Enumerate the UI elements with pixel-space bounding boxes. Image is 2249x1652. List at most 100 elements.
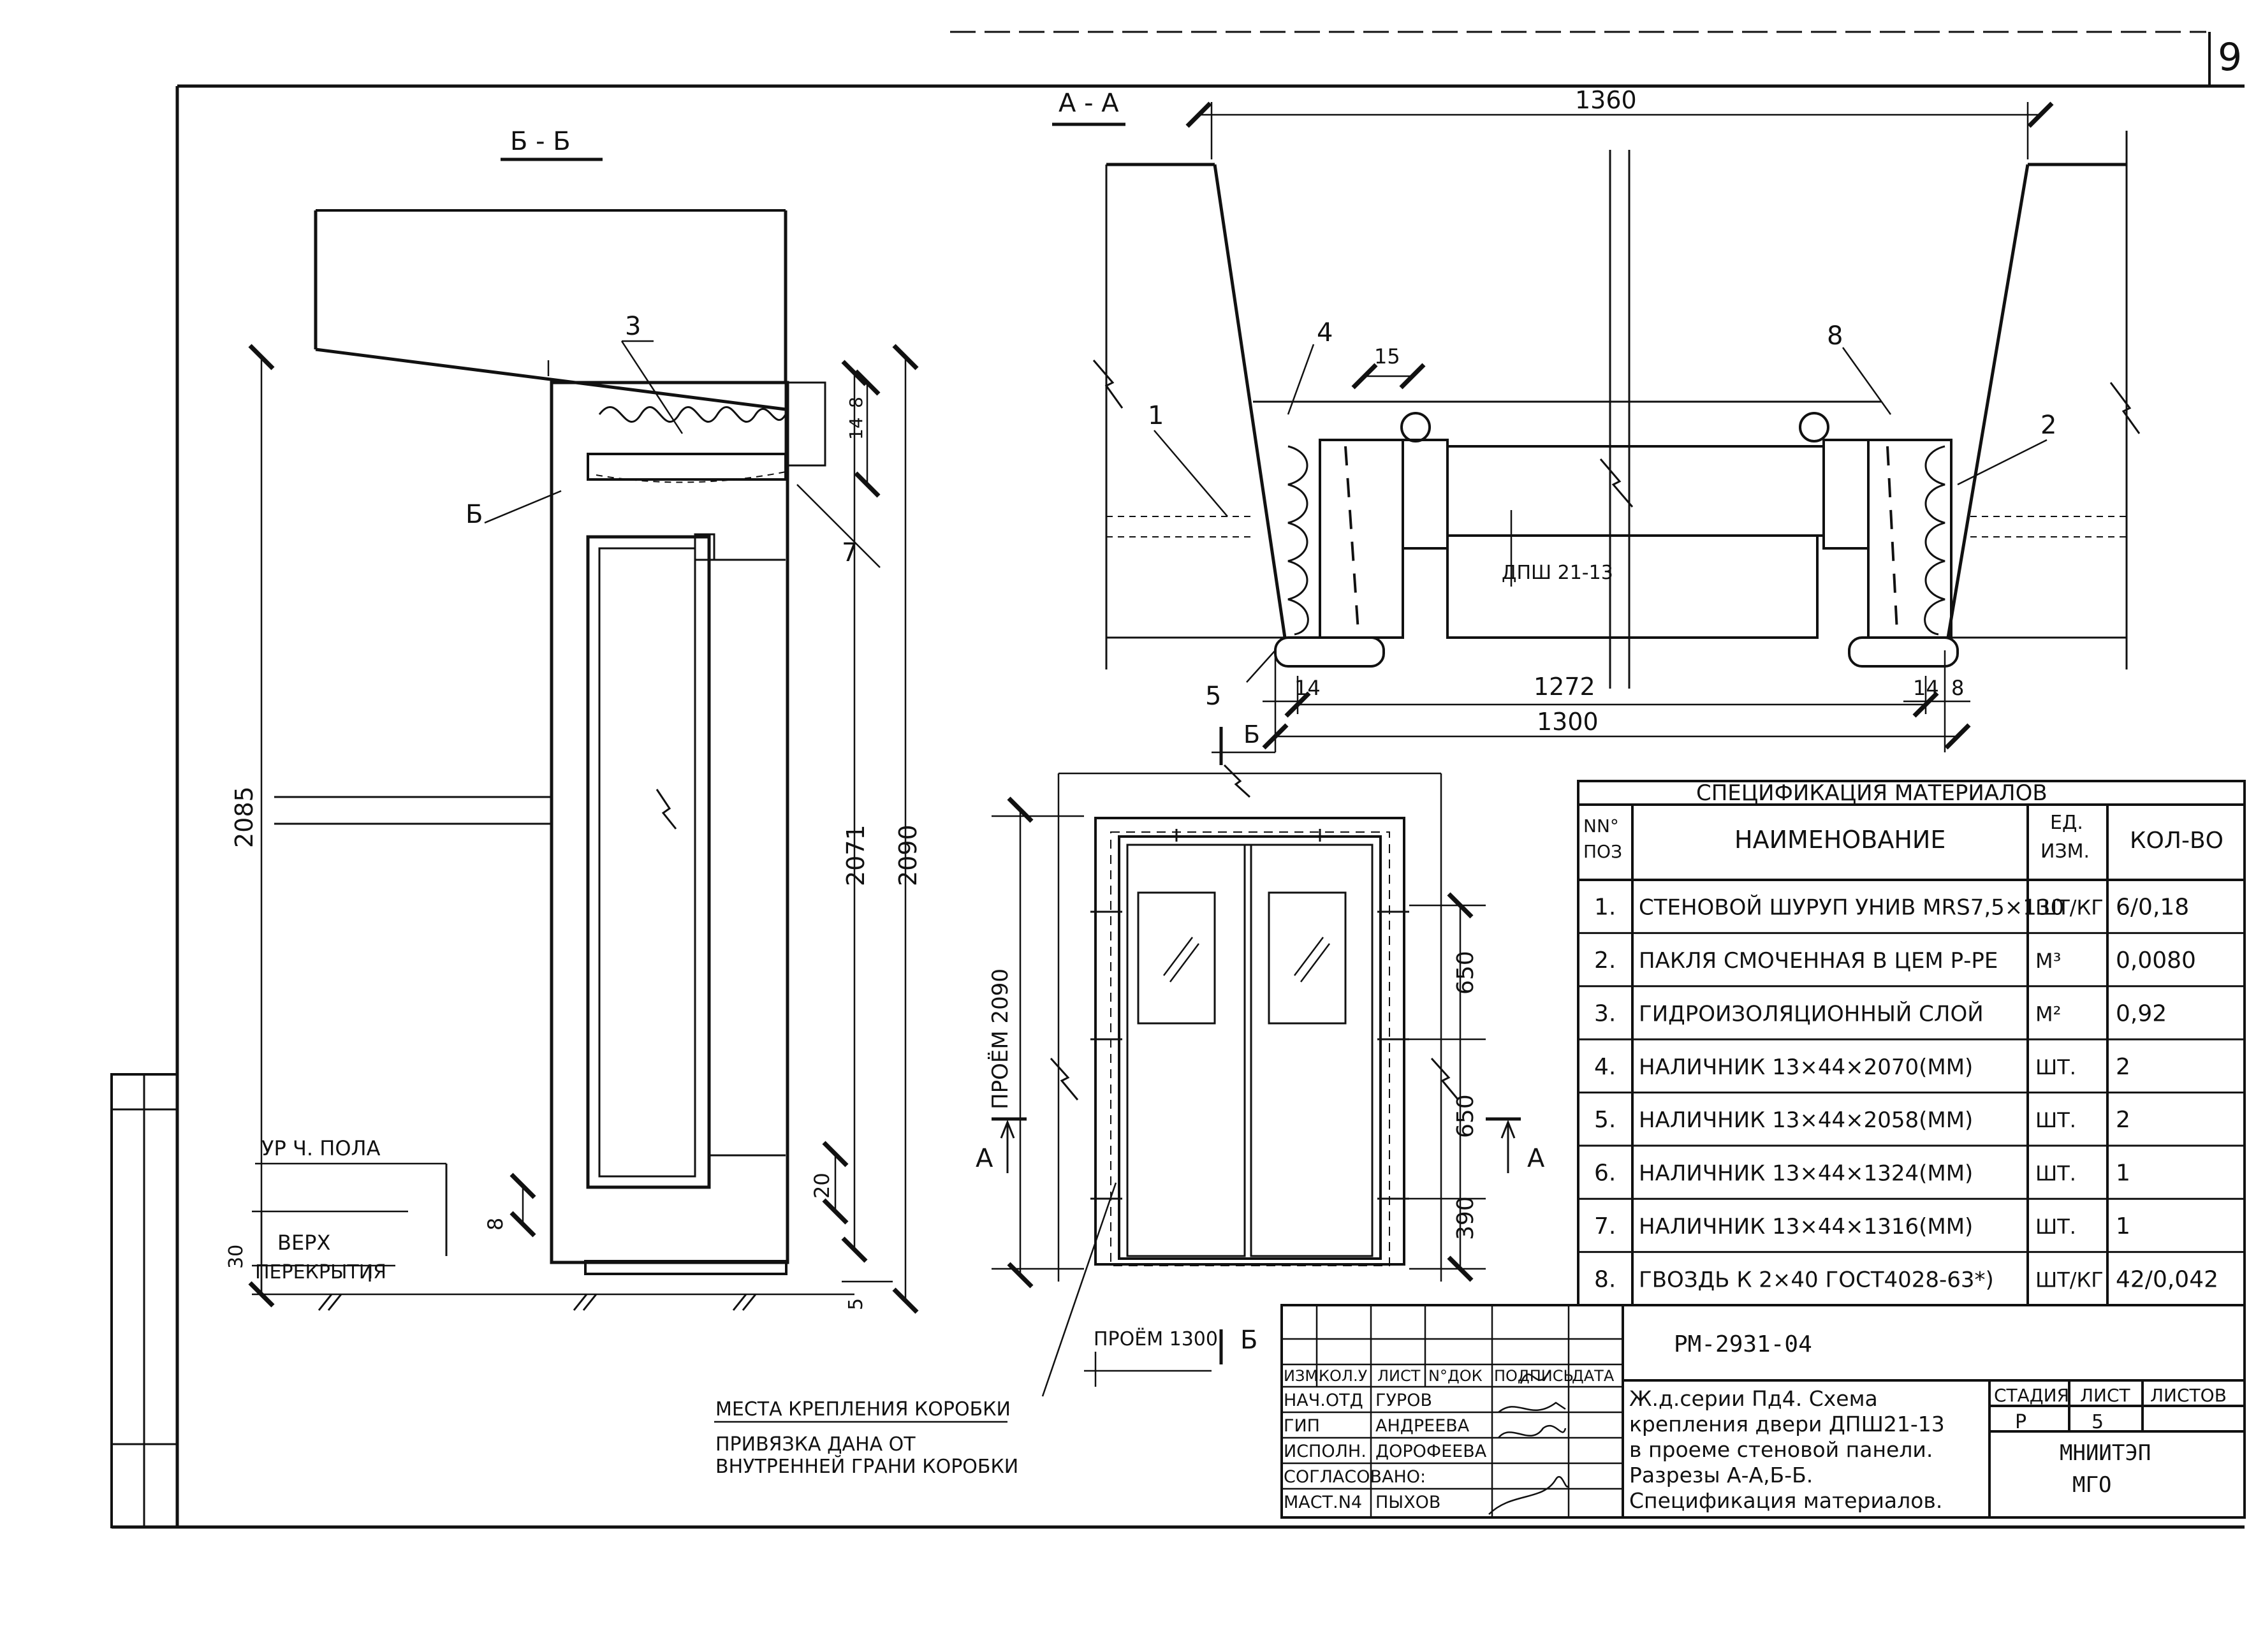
aa-break-right xyxy=(2109,382,2141,434)
spec-row: 4. НАЛИЧНИК 13×44×2070(ММ) ШТ. 2 xyxy=(1594,1054,2130,1080)
corner-sheet-number: 9 xyxy=(2218,35,2242,80)
callout-7: 7 xyxy=(842,538,858,567)
stamp-role: МАСТ.N4 xyxy=(1284,1493,1362,1512)
stamp-stage-label: СТАДИЯ xyxy=(1994,1385,2069,1406)
dim-2071: 2071 xyxy=(842,824,870,886)
stamp-role: НАЧ.ОТД xyxy=(1284,1391,1363,1410)
note-fixing-points: МЕСТА КРЕПЛЕНИЯ КОРОБКИ xyxy=(715,1398,1011,1421)
stamp-role: СОГЛАСОВАНО: xyxy=(1284,1467,1426,1487)
spec-head-name: НАИМЕНОВАНИЕ xyxy=(1734,826,1945,854)
spec-head-unit-1: ЕД. xyxy=(2050,812,2083,834)
spec-row: 6.НАЛИЧНИК 13×44×1324(ММ)ШТ.1 xyxy=(1594,1160,2130,1187)
fixing-point-markers xyxy=(1090,829,1409,1200)
spec-cell-qty: 2 xyxy=(2116,1107,2130,1133)
callout-5: 5 xyxy=(1205,682,1221,711)
dim-30: 30 xyxy=(225,1245,247,1269)
stamp-head-cell: ИЗМ. xyxy=(1284,1367,1323,1385)
aa-break-mid xyxy=(1599,458,1634,508)
aa-dimensions xyxy=(1185,101,2054,754)
cut-mark-b-bottom: Б xyxy=(1240,1326,1257,1355)
bb-door-leaf xyxy=(584,381,826,1275)
elevation-cut-lines xyxy=(992,1117,1521,1364)
stamp-head-cell: ПОДПИСЬ xyxy=(1494,1367,1574,1385)
spec-row: 2. ПАКЛЯ СМОЧЕННАЯ В ЦЕМ Р-РЕ М³ 0,0080 xyxy=(1594,947,2196,974)
section-bb: Б - Б xyxy=(225,127,922,1314)
stamp-head-cell: N°ДОК xyxy=(1428,1367,1483,1385)
spec-cell-qty: 42/0,042 xyxy=(2116,1266,2218,1292)
label-floor-level: УР Ч. ПОЛА xyxy=(261,1136,381,1160)
stamp-person-name: ГУРОВ xyxy=(1375,1391,1432,1410)
spec-cell-qty: 1 xyxy=(2116,1160,2130,1187)
dim-14-left: 14 xyxy=(1294,676,1321,700)
spec-cell-qty: 0,0080 xyxy=(2116,947,2196,974)
stamp-title-line: в проеме стеновой панели. xyxy=(1629,1437,1933,1462)
dim-8-top: 8 xyxy=(846,397,867,408)
dim-20: 20 xyxy=(810,1173,834,1199)
dim-15: 15 xyxy=(1374,344,1400,369)
label-slab-top-1: ВЕРХ xyxy=(277,1231,330,1255)
spec-cell-pos: 5. xyxy=(1594,1107,1616,1133)
spec-cell-qty: 0,92 xyxy=(2116,1000,2167,1027)
spec-cell-pos: 1. xyxy=(1594,895,1616,921)
note-reference-2: ВНУТРЕННЕЙ ГРАНИ КОРОБКИ xyxy=(715,1455,1018,1478)
aa-break-left xyxy=(1092,360,1124,409)
stamp-title-line: Ж.д.серии Пд4. Схема xyxy=(1629,1386,1878,1411)
dim-1360: 1360 xyxy=(1575,86,1637,114)
callout-4: 4 xyxy=(1317,318,1333,347)
stamp-sheet: 5 xyxy=(2091,1411,2104,1433)
note-reference-1: ПРИВЯЗКА ДАНА ОТ xyxy=(715,1433,916,1456)
dim-2090: 2090 xyxy=(894,824,922,886)
spec-cell-unit: М² xyxy=(2035,1002,2061,1026)
spec-cell-pos: 3. xyxy=(1594,1000,1616,1027)
dim-8-right: 8 xyxy=(1951,676,1964,700)
stamp-title-line: Спецификация материалов. xyxy=(1629,1488,1942,1513)
aa-callouts xyxy=(1154,344,2048,683)
stamp-head-cell: ЛИСТ xyxy=(1377,1367,1421,1385)
callout-2: 2 xyxy=(2040,411,2056,440)
callout-3: 3 xyxy=(625,312,641,341)
spec-cell-pos: 4. xyxy=(1594,1054,1616,1080)
spec-cell-unit: ШТ. xyxy=(2035,1215,2076,1239)
leader-fixing-points xyxy=(1041,1182,1117,1397)
aa-door-tag: ДПШ 21-13 xyxy=(1502,562,1613,584)
dim-2085: 2085 xyxy=(230,786,258,848)
spec-cell-name: ГВОЗДЬ К 2×40 ГОСТ4028-63*) xyxy=(1639,1267,1994,1292)
stamp-role: ИСПОЛН. xyxy=(1284,1442,1366,1461)
spec-cell-qty: 2 xyxy=(2116,1054,2130,1080)
stamp-person-name: ПЫХОВ xyxy=(1375,1493,1440,1512)
spec-cell-name: ГИДРОИЗОЛЯЦИОННЫЙ СЛОЙ xyxy=(1639,1000,1984,1027)
spec-cell-name: ПАКЛЯ СМОЧЕННАЯ В ЦЕМ Р-РЕ xyxy=(1639,948,1998,974)
dim-14-right: 14 xyxy=(1913,676,1939,700)
spec-head-unit-2: ИЗМ. xyxy=(2040,840,2090,863)
callout-b: Б xyxy=(465,500,483,529)
spec-title: СПЕЦИФИКАЦИЯ МАТЕРИАЛОВ xyxy=(1696,780,2048,806)
spec-cell-unit: ШТ/КГ xyxy=(2035,1268,2104,1292)
stamp-head-cell: КОЛ.У xyxy=(1319,1367,1368,1385)
aa-door-frame xyxy=(1274,412,1959,668)
spec-row: 5.НАЛИЧНИК 13×44×2058(ММ)ШТ.2 xyxy=(1594,1107,2130,1133)
spec-cell-pos: 8. xyxy=(1594,1266,1616,1292)
dim-650-upper: 650 xyxy=(1453,951,1479,995)
dim-14: 14 xyxy=(846,417,867,440)
label-opening-height: ПРОЁМ 2090 xyxy=(988,969,1013,1109)
section-aa: А - А xyxy=(1052,86,2141,765)
spec-cell-pos: 2. xyxy=(1594,947,1616,974)
stamp-org-1: МНИИТЭП xyxy=(2060,1440,2151,1466)
spec-cell-unit: ШТ. xyxy=(2035,1055,2076,1079)
spec-cell-name: НАЛИЧНИК 13×44×2070(ММ) xyxy=(1639,1055,1973,1080)
stamp-title-line: Разрезы А-А,Б-Б. xyxy=(1629,1463,1813,1488)
spec-head-pos-1: NN° xyxy=(1583,815,1619,837)
callout-8: 8 xyxy=(1827,321,1843,351)
cut-mark-a-left: А xyxy=(976,1144,993,1173)
spec-cell-unit: М³ xyxy=(2035,949,2061,973)
stamp-title-line: крепления двери ДПШ21-13 xyxy=(1629,1412,1945,1436)
stamp-doc-code: РМ-2931-04 xyxy=(1674,1331,1812,1357)
stamp-role: ГИП xyxy=(1284,1416,1320,1436)
stamp-org-2: МГО xyxy=(2072,1472,2111,1498)
stamp-stage: Р xyxy=(2015,1411,2026,1433)
dim-1300: 1300 xyxy=(1537,708,1599,736)
elevation-cut-arrows xyxy=(1000,1119,1516,1173)
spec-cell-name: НАЛИЧНИК 13×44×1316(ММ) xyxy=(1639,1214,1973,1239)
dim-650-lower: 650 xyxy=(1453,1094,1479,1138)
